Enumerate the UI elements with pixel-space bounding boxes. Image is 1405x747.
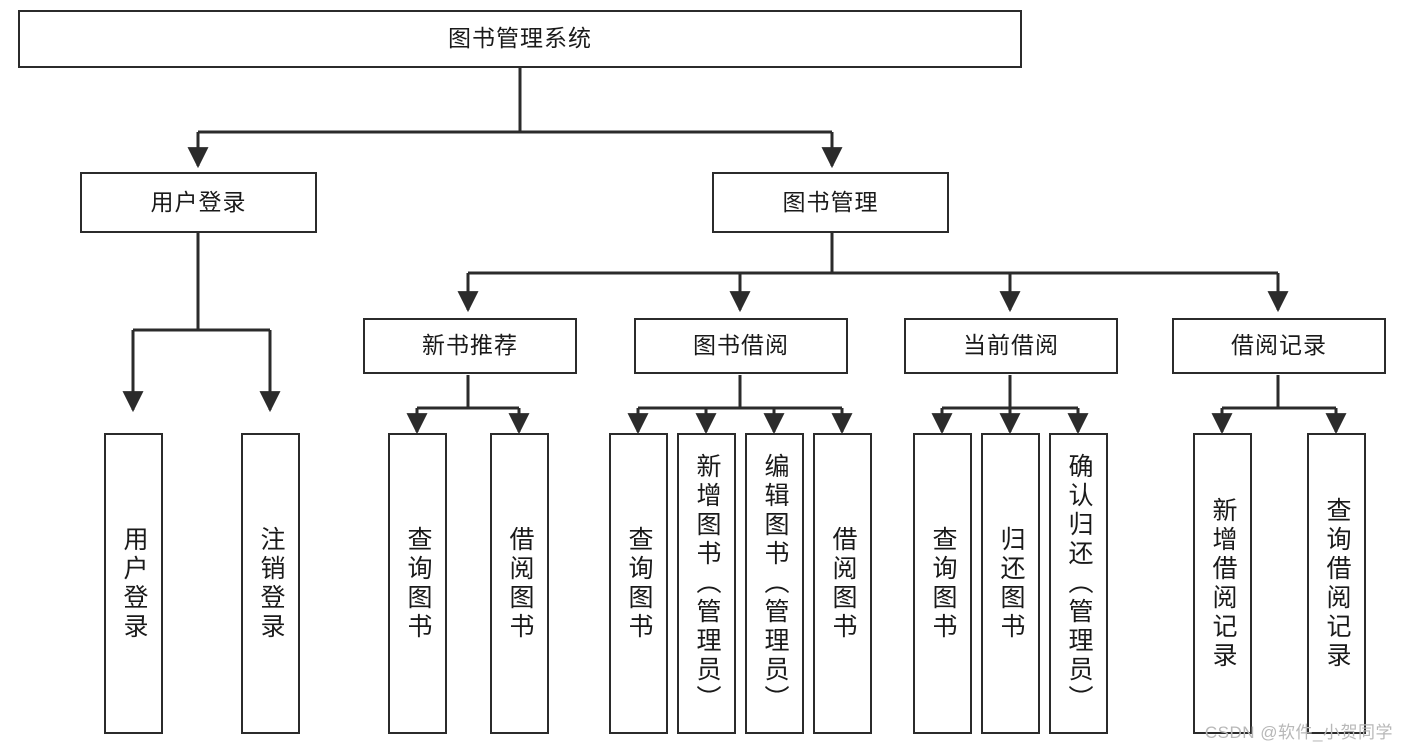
node-label: 查询借阅记录	[1323, 496, 1351, 671]
node-label: 确认归还（管理员）	[1065, 453, 1093, 714]
node-label: 用户登录	[120, 525, 148, 642]
leaf-user-login[interactable]: 用户登录	[104, 433, 163, 734]
leaf-return-book[interactable]: 归还图书	[981, 433, 1040, 734]
leaf-add-book-admin[interactable]: 新增图书（管理员）	[677, 433, 736, 734]
node-label: 注销登录	[257, 525, 285, 642]
node-label: 编辑图书（管理员）	[761, 453, 789, 714]
node-label: 查询图书	[625, 525, 653, 642]
leaf-borrow-book[interactable]: 借阅图书	[813, 433, 872, 734]
node-book-management[interactable]: 图书管理	[712, 172, 949, 233]
node-label: 当前借阅	[963, 332, 1059, 359]
node-label: 用户登录	[150, 188, 247, 215]
node-label: 查询图书	[404, 525, 432, 642]
node-label: 图书管理	[782, 188, 879, 215]
leaf-edit-book-admin[interactable]: 编辑图书（管理员）	[745, 433, 804, 734]
leaf-query-book-newrec[interactable]: 查询图书	[388, 433, 447, 734]
node-current-borrow[interactable]: 当前借阅	[904, 318, 1118, 374]
node-label: 归还图书	[997, 525, 1025, 642]
leaf-borrow-book-newrec[interactable]: 借阅图书	[490, 433, 549, 734]
leaf-query-book-current[interactable]: 查询图书	[913, 433, 972, 734]
node-root-book-management-system[interactable]: 图书管理系统	[18, 10, 1022, 68]
leaf-add-borrow-record[interactable]: 新增借阅记录	[1193, 433, 1252, 734]
leaf-query-book-borrow[interactable]: 查询图书	[609, 433, 668, 734]
node-new-book-recommend[interactable]: 新书推荐	[363, 318, 577, 374]
node-label: 新增图书（管理员）	[693, 453, 721, 714]
node-borrow-record[interactable]: 借阅记录	[1172, 318, 1386, 374]
node-label: 图书借阅	[693, 332, 789, 359]
node-label: 新书推荐	[422, 332, 518, 359]
node-label: 借阅记录	[1231, 332, 1327, 359]
node-label: 图书管理系统	[448, 25, 592, 52]
node-label: 借阅图书	[829, 525, 857, 642]
leaf-query-borrow-record[interactable]: 查询借阅记录	[1307, 433, 1366, 734]
node-label: 借阅图书	[506, 525, 534, 642]
node-user-login[interactable]: 用户登录	[80, 172, 317, 233]
node-label: 新增借阅记录	[1209, 496, 1237, 671]
node-label: 查询图书	[929, 525, 957, 642]
leaf-confirm-return-admin[interactable]: 确认归还（管理员）	[1049, 433, 1108, 734]
node-book-borrow[interactable]: 图书借阅	[634, 318, 848, 374]
leaf-logout[interactable]: 注销登录	[241, 433, 300, 734]
watermark-text: CSDN @软件_小贺同学	[1204, 723, 1393, 742]
